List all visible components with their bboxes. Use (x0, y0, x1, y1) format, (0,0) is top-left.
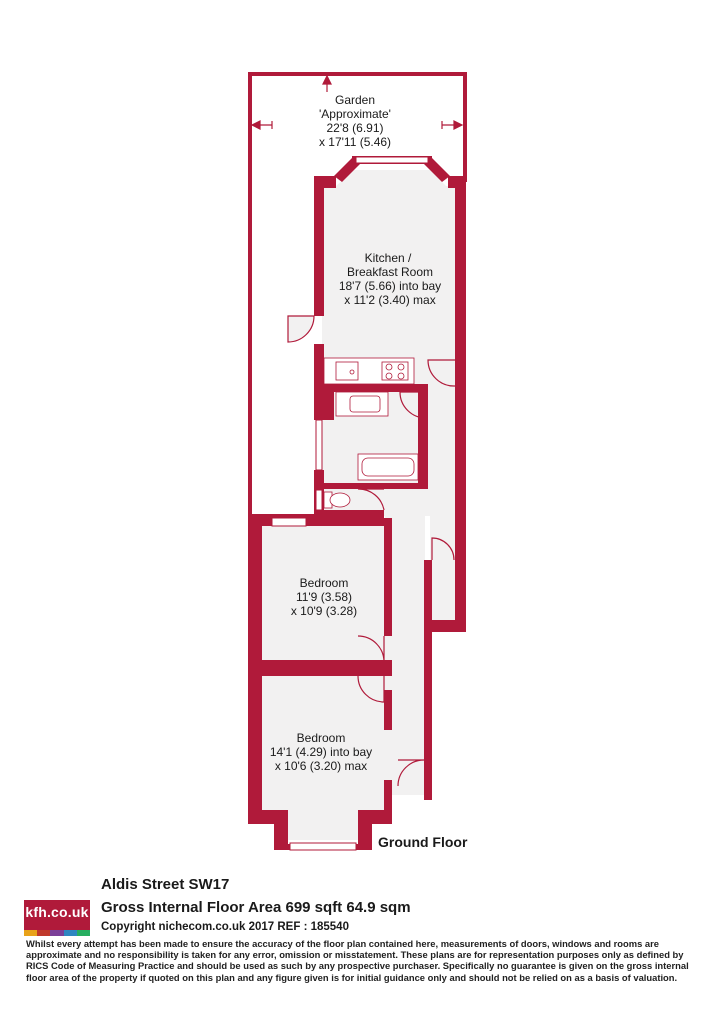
bedroom-2-dimension-2: x 10'6 (3.20) max (275, 759, 367, 773)
logo-stripe (24, 930, 91, 936)
garden-note: 'Approximate' (319, 107, 391, 121)
garden-dimension-1: 22'8 (6.91) (327, 121, 384, 135)
bedroom-1-dimension-1: 11'9 (3.58) (296, 590, 352, 604)
bedroom-2-name: Bedroom (297, 731, 346, 745)
bedroom-2-dimension-1: 14'1 (4.29) into bay (270, 745, 372, 759)
bedroom-1-label: Bedroom 11'9 (3.58) x 10'9 (3.28) (291, 576, 357, 618)
kitchen-label: Kitchen / Breakfast Room 18'7 (5.66) int… (339, 251, 441, 307)
logo-text: kfh.co.uk (25, 904, 89, 920)
floor-plan: Garden 'Approximate' 22'8 (6.91) x 17'11… (248, 72, 468, 851)
bedroom-1-dimension-2: x 10'9 (3.28) (291, 604, 357, 618)
garden-name: Garden (335, 93, 375, 107)
kitchen-fittings (323, 357, 415, 385)
bedroom-1-name: Bedroom (300, 576, 349, 590)
windows (271, 156, 429, 851)
bathroom-fittings (323, 391, 419, 509)
kitchen-dimension-1: 18'7 (5.66) into bay (339, 279, 441, 293)
kitchen-name-line-1: Kitchen / (365, 251, 412, 265)
stripe-3 (50, 930, 64, 936)
kitchen-name-line-2: Breakfast Room (347, 265, 433, 279)
doors (287, 315, 456, 787)
stripe-5 (76, 930, 91, 936)
disclaimer-text: Whilst every attempt has been made to en… (26, 938, 689, 983)
company-logo[interactable]: kfh.co.uk (24, 900, 91, 936)
stripe-1 (24, 930, 38, 936)
garden-dimension-2: x 17'11 (5.46) (319, 135, 391, 149)
floor-area-summary: Gross Internal Floor Area 699 sqft 64.9 … (101, 899, 411, 916)
kitchen-dimension-2: x 11'2 (3.40) max (344, 293, 435, 307)
garden-outline (248, 72, 467, 518)
copyright-notice: Copyright nichecom.co.uk 2017 REF : 1855… (101, 921, 349, 933)
floor-label: Ground Floor (378, 834, 468, 850)
garden-label: Garden 'Approximate' 22'8 (6.91) x 17'11… (319, 93, 391, 149)
bedroom-2-label: Bedroom 14'1 (4.29) into bay x 10'6 (3.2… (270, 731, 372, 773)
stripe-4 (63, 930, 77, 936)
walls (248, 156, 466, 850)
stripe-2 (37, 930, 51, 936)
garden-dimension-arrows (250, 74, 464, 130)
property-address: Aldis Street SW17 (101, 876, 230, 893)
